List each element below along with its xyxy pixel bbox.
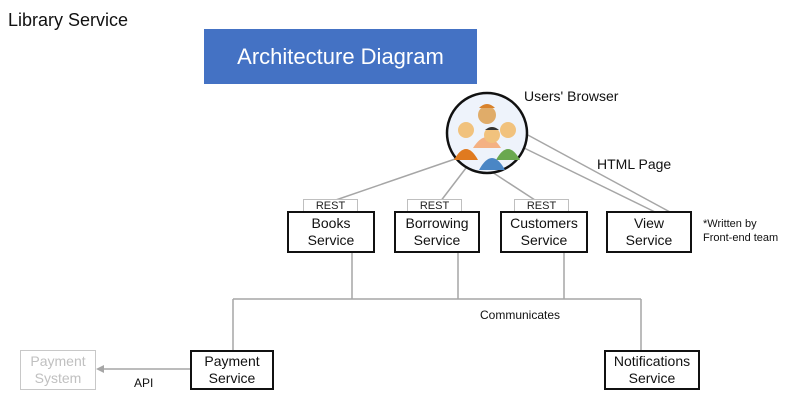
users-to-customers-line bbox=[491, 171, 539, 203]
borrowing-service-label: Borrowing Service bbox=[405, 215, 469, 248]
borrowing-service-box: Borrowing Service bbox=[394, 211, 480, 253]
rest-tag-customers: REST bbox=[514, 199, 569, 212]
payment-system-box: Payment System bbox=[20, 350, 96, 390]
books-service-box: Books Service bbox=[287, 211, 375, 253]
view-service-label: View Service bbox=[625, 215, 673, 248]
view-html-line-2 bbox=[519, 145, 656, 213]
view-service-note: *Written by Front-end team bbox=[703, 218, 779, 244]
users-browser-label: Users' Browser bbox=[524, 88, 619, 104]
view-html-line-1 bbox=[525, 133, 671, 213]
rest-tag-books: REST bbox=[303, 199, 358, 212]
api-arrowhead bbox=[96, 365, 104, 373]
customers-service-label: Customers Service bbox=[510, 215, 578, 248]
payment-system-label: Payment System bbox=[30, 353, 86, 386]
users-to-borrowing-line bbox=[439, 167, 467, 203]
customers-service-box: Customers Service bbox=[500, 211, 588, 253]
html-page-label: HTML Page bbox=[597, 156, 672, 172]
notifications-service-label: Notifications Service bbox=[613, 353, 691, 386]
users-to-books-line bbox=[329, 157, 459, 203]
communicates-label: Communicates bbox=[480, 308, 561, 322]
diagram-banner: Architecture Diagram bbox=[204, 29, 477, 84]
api-label: API bbox=[134, 376, 154, 390]
users-group-icon bbox=[445, 91, 529, 175]
rest-tag-borrowing: REST bbox=[407, 199, 462, 212]
payment-service-label: Payment Service bbox=[204, 353, 260, 386]
payment-service-box: Payment Service bbox=[190, 350, 274, 390]
notifications-service-box: Notifications Service bbox=[604, 350, 700, 390]
page-title: Library Service bbox=[8, 10, 129, 30]
books-service-label: Books Service bbox=[307, 215, 355, 248]
view-service-box: View Service bbox=[606, 211, 692, 253]
